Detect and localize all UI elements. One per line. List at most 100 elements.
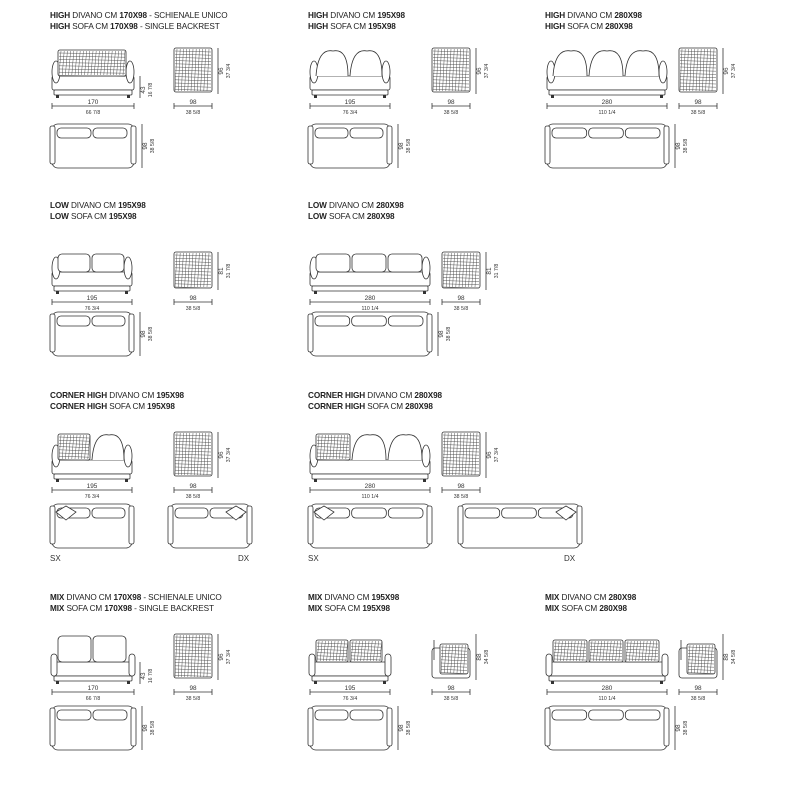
quilt-stitch	[174, 257, 212, 260]
quilt-stitch	[442, 254, 480, 257]
depth-cm-label: 98	[447, 685, 455, 692]
quilt-stitch	[181, 252, 184, 288]
quilt-stitch	[190, 48, 194, 92]
height-cm-label: 43	[140, 672, 147, 680]
quilt-stitch	[450, 644, 453, 674]
quilt-stitch	[442, 261, 480, 263]
quilt-stitch	[687, 646, 715, 649]
width-cm-label: 195	[87, 483, 98, 490]
width-cm-label: 280	[365, 483, 376, 490]
width-inch-label: 76 3/4	[343, 110, 358, 116]
quilt-stitch	[440, 665, 468, 668]
quilt-stitch	[100, 50, 103, 76]
arm-top	[49, 707, 56, 747]
width-cm-label: 195	[87, 295, 98, 302]
quilt-stitch	[174, 675, 212, 677]
quilt-stitch	[174, 264, 212, 266]
quilt-stitch	[58, 434, 62, 460]
quilt-stitch	[596, 640, 599, 662]
front-view-drawing: 280 110 1/4	[309, 433, 431, 500]
quilt-stitch	[174, 649, 212, 652]
back-cushion-top	[56, 709, 92, 721]
height-inch-label: 31 7/8	[226, 264, 232, 279]
quilt-stitch	[174, 252, 178, 288]
quilted-backrest	[57, 49, 127, 77]
back-cushion	[588, 50, 624, 77]
depth-cm-label: 98	[398, 142, 405, 150]
variant-title: CORNER HIGH DIVANO CM 280X98 CORNER HIGH…	[308, 391, 443, 411]
quilt-stitch	[350, 652, 382, 654]
quilt-stitch	[316, 459, 350, 461]
quilt-stitch	[605, 640, 609, 662]
quilt-stitch	[625, 658, 659, 661]
quilt-stitch	[345, 640, 349, 662]
quilt-stitch	[447, 644, 450, 674]
quilt-stitch	[589, 655, 623, 658]
depth-inch-label: 38 5/8	[186, 696, 201, 702]
quilt-stitch	[553, 649, 587, 651]
height-cm-label: 81	[486, 267, 493, 275]
quilt-stitch	[177, 48, 181, 92]
quilt-stitch	[61, 50, 65, 76]
quilt-stitch	[679, 63, 717, 66]
back-cushion-top	[551, 709, 588, 721]
quilt-stitch	[440, 649, 468, 652]
quilt-stitch	[589, 640, 593, 662]
sofa-foot	[551, 681, 554, 684]
quilt-stitch	[193, 634, 197, 678]
quilt-stitch	[687, 649, 715, 652]
quilt-stitch	[625, 645, 659, 648]
quilt-stitch	[592, 640, 596, 662]
back-cushion	[91, 434, 125, 461]
quilt-stitch	[687, 659, 715, 662]
arm-top	[49, 313, 56, 353]
sofa-foot	[551, 95, 554, 98]
quilt-stitch	[679, 82, 717, 85]
quilt-stitch	[455, 432, 459, 476]
quilt-stitch	[58, 55, 126, 58]
quilt-stitch	[694, 644, 697, 674]
quilted-panel	[441, 251, 481, 289]
quilt-stitch	[679, 79, 717, 82]
quilt-stitch	[679, 50, 717, 53]
quilt-stitch	[174, 66, 212, 69]
quilt-stitch	[618, 640, 622, 662]
back-cushion	[92, 635, 127, 663]
quilt-stitch	[442, 48, 445, 92]
quilt-stitch	[442, 264, 480, 266]
quilt-stitch	[316, 640, 320, 662]
quilt-stitch	[432, 73, 470, 75]
quilt-stitch	[679, 76, 717, 78]
depth-inch-label: 38 5/8	[683, 721, 689, 736]
quilt-stitch	[705, 48, 708, 92]
quilt-stitch	[58, 62, 126, 64]
quilted-backrest	[57, 433, 91, 461]
quilt-stitch	[177, 432, 181, 476]
quilt-stitch	[316, 658, 348, 661]
quilt-stitch	[589, 658, 623, 661]
sofa-foot	[56, 479, 59, 482]
quilt-stitch	[698, 48, 702, 92]
depth-inch-label: 38 5/8	[444, 110, 459, 116]
sofa-base	[311, 89, 389, 96]
width-inch-label: 110 1/4	[362, 494, 379, 500]
quilt-stitch	[442, 441, 480, 443]
quilt-stitch	[184, 634, 187, 678]
back-cushion-top	[91, 315, 126, 327]
sofa-foot	[125, 291, 128, 294]
back-cushion-top	[624, 127, 661, 139]
quilt-stitch	[641, 640, 645, 662]
quilt-stitch	[58, 71, 126, 74]
quilt-stitch	[181, 432, 184, 476]
sofa-foot	[56, 681, 59, 684]
quilt-stitch	[174, 63, 212, 66]
quilt-stitch	[197, 48, 200, 92]
sx-label: SX	[50, 554, 61, 563]
quilt-stitch	[442, 252, 446, 288]
quilted-side	[173, 251, 213, 289]
quilt-stitch	[58, 443, 90, 445]
quilt-stitch	[174, 254, 212, 257]
